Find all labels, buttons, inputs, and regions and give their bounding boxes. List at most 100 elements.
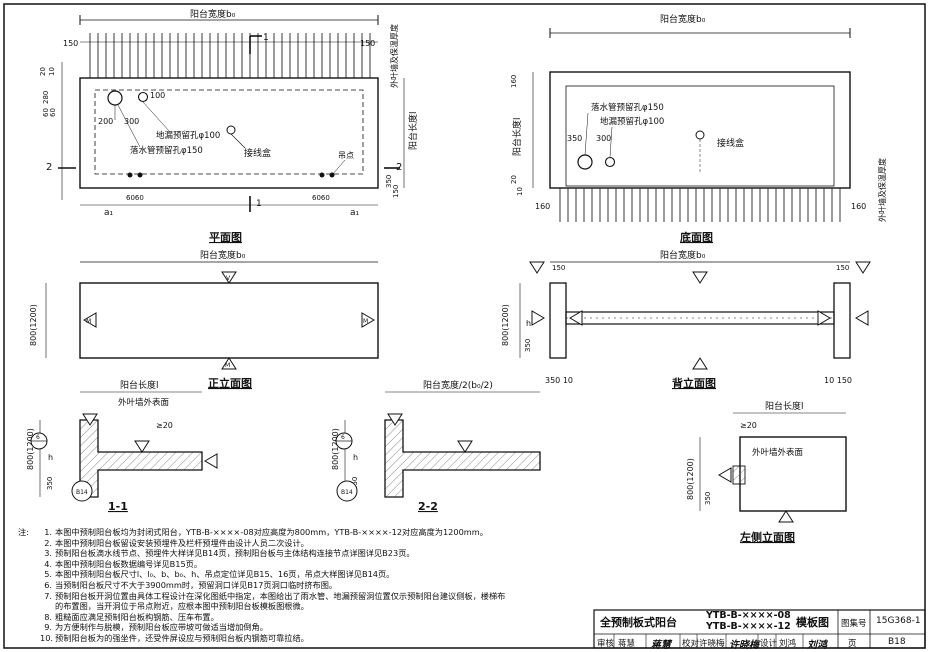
note-number: 1. [44, 527, 52, 537]
plan-section1-bottom: 1 [256, 199, 262, 209]
plan-d10: 10 [48, 67, 56, 76]
plan-floor-drain-label: 地漏预留孔φ100 [156, 130, 220, 141]
back-right-wall [833, 282, 851, 359]
sec22-ref-bot: B14 [341, 489, 353, 496]
bottom-inner [565, 85, 835, 187]
back-d150-left: 150 [552, 264, 565, 272]
note-item: 预制阳台板滴水线节点、预埋件大样详见B14页，预制阳台板与主体结构连接节点详图详… [55, 548, 415, 559]
bottom-d160-right: 160 [851, 202, 866, 211]
plan-width-label: 阳台宽度b₀ [190, 8, 236, 20]
note-item: 粗糙面应满足预制阳台板构钢筋、压车布置。 [55, 611, 219, 622]
sec11-ref-top: 6 [36, 434, 40, 441]
plan-lifting-label: 吊点 [338, 151, 354, 160]
sec22-profile [384, 419, 541, 498]
note-item: 本图中预制阳台板留设安装预埋件及栏杆预埋件由设计人员二次设计。 [55, 537, 309, 548]
note-number: 2. [44, 537, 52, 548]
section-2-2: 阳台宽度/2(b₀/2) 800(1200) h 350 6 B14 2-2 [331, 379, 541, 513]
tb-reviewer-signature: 蒋慧 [651, 640, 671, 651]
plan-d60b: 60 [49, 108, 57, 117]
plan-a1-right: a₁ [350, 208, 360, 218]
sec22-d350: 350 [351, 477, 359, 490]
title-block [593, 609, 926, 649]
tb-checker-signature: 许晓梅 [729, 640, 759, 651]
back-width-label: 阳台宽度b₀ [660, 249, 706, 261]
tb-check-label: 校对 [682, 639, 700, 649]
front-panel [79, 282, 379, 359]
bottom-floor-label: 地漏预留孔φ100 [600, 116, 664, 127]
back-height-label: 800(1200) [501, 304, 510, 346]
notes: 注:1.本图中预制阳台板均为封闭式阳台，YTB-B-××××-08对应高度为80… [18, 527, 578, 644]
bottom-d160-top: 160 [510, 75, 518, 88]
plan-d150b: 150 [392, 185, 400, 198]
sec11-profile [79, 419, 203, 498]
sec11-d350: 350 [46, 477, 54, 490]
plan-junction-box [226, 125, 236, 135]
plan-d20: 20 [39, 67, 47, 76]
sec22-half-width: 阳台宽度/2(b₀/2) [423, 379, 493, 391]
back-left-wall [549, 282, 567, 359]
tb-design-label: 设计 [760, 639, 778, 649]
left-slab-edge [732, 465, 746, 485]
plan-d150-right: 150 [360, 39, 375, 48]
note-item: 本图中预制阳台板数据编号详见B15页。 [55, 558, 203, 569]
tb-name: 全预制板式阳台 [600, 616, 677, 629]
plan-slab [79, 77, 379, 189]
back-elevation: 阳台宽度b₀ 150 150 800(1200) h 350 350 10 10… [501, 249, 871, 390]
bottom-pipe-hole [577, 154, 593, 170]
plan-title: 平面图 [209, 231, 242, 244]
plan-section2-left: 2 [46, 162, 52, 173]
plan-a1-left: a₁ [104, 208, 114, 218]
plan-floor-drain-hole [137, 91, 149, 103]
sheet-border [3, 3, 926, 649]
note-number: 7. [44, 590, 52, 601]
bottom-junction-label: 接线盒 [717, 137, 744, 149]
back-d150-right: 150 [836, 264, 849, 272]
plan-lifting-point-3 [127, 172, 133, 178]
tb-atlas-label: 图集号 [841, 619, 867, 629]
bottom-view: 阳台宽度b₀ 160 阳台长度l 20 10 1 [510, 13, 887, 244]
bottom-junction-box [695, 130, 705, 140]
note-number [40, 601, 52, 612]
tb-page: B18 [888, 637, 906, 647]
plan-6060-right: 6060 [312, 194, 330, 202]
plan-d60a: 60 [42, 108, 50, 117]
back-title: 背立面图 [672, 376, 716, 390]
front-mark-v: V [226, 275, 231, 282]
bottom-slab [549, 71, 851, 189]
front-height-label: 800(1200) [29, 304, 38, 346]
back-d350: 350 [524, 339, 532, 352]
plan-section2-right: 2 [396, 162, 402, 173]
note-item: 本图中预制阳台板尺寸l、l₀、b、b₀、h、吊点定位详见B15、16页，吊点大样… [55, 569, 395, 580]
note-item: 为方便制作与脱模，预制阳台板应带坡可做适当增加倒角。 [55, 622, 268, 633]
sec11-outer-wall: 外叶墙外表面 [118, 397, 170, 408]
note-item: 预制阳台板为的强坐件，还受件屏设应与预制阳台板内钢筋可靠拉结。 [55, 632, 309, 643]
note-item: 本图中预制阳台板均为封闭式阳台，YTB-B-××××-08对应高度为800mm，… [55, 527, 488, 537]
section-1-1: 阳台长度l 外叶墙外表面 ≥20 800(1200) h 350 6 B14 1… [26, 379, 218, 513]
plan-lifting-point-1 [319, 172, 325, 178]
sec11-title: 1-1 [108, 500, 128, 513]
plan-d150-left: 150 [63, 39, 78, 48]
tb-checker: 许晓梅 [699, 639, 725, 649]
plan-6060-left: 6060 [126, 194, 144, 202]
bottom-wall-note: 外叶墙及保温厚度 [877, 158, 887, 222]
sec22-h: h [353, 453, 358, 462]
tb-drawing: 模板图 [796, 616, 829, 629]
plan-lifting-point-4 [137, 172, 143, 178]
plan-d100: 100 [150, 91, 165, 100]
note-number: 10. [40, 632, 54, 643]
plan-view: 阳台宽度b₀ 150 150 [39, 8, 419, 244]
sec11-length-label: 阳台长度l [120, 379, 159, 391]
back-d35010: 350 10 [545, 376, 573, 385]
tb-atlas: 15G368-1 [876, 616, 921, 626]
left-d350: 350 [704, 492, 712, 505]
back-d10150: 10 150 [824, 376, 852, 385]
sec11-gt20: ≥20 [156, 421, 173, 430]
plan-pipe-label: 落水管预留孔φ150 [130, 145, 203, 156]
left-height: 800(1200) [686, 458, 695, 500]
left-gt20: ≥20 [740, 421, 757, 430]
bottom-d10: 10 [516, 187, 524, 196]
bottom-floor-drain-hole [604, 156, 616, 168]
plan-d300: 300 [124, 117, 139, 126]
tb-code2: YTB-B-××××-12 [706, 621, 791, 632]
sec22-height: 800(1200) [331, 428, 340, 470]
